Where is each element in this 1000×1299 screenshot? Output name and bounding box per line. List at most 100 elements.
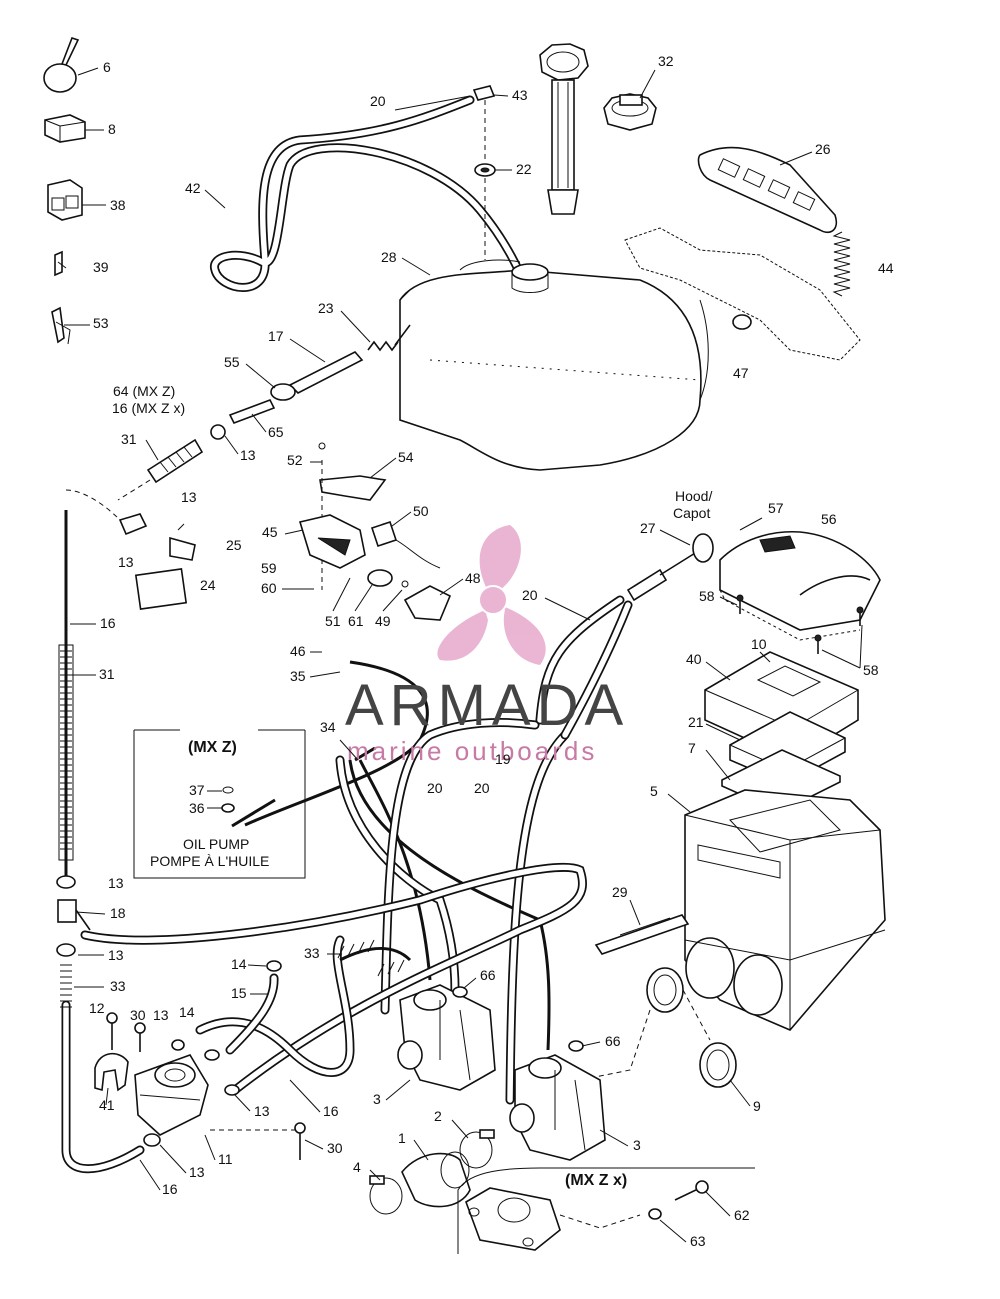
callout: 3 — [373, 1091, 381, 1107]
callout: 58 — [699, 588, 715, 604]
part-8-connector — [44, 114, 86, 143]
part-4-clamp — [369, 1175, 403, 1215]
callout: 5 — [650, 783, 658, 799]
callout: 47 — [733, 365, 749, 381]
callout: 34 — [320, 719, 336, 735]
part-16-31-cable — [58, 510, 74, 880]
part-fuel-pump — [134, 1054, 209, 1136]
part-17-tube — [288, 351, 364, 394]
part-56-hood — [719, 530, 881, 641]
callout: 25 — [226, 537, 242, 553]
callout: 19 — [495, 751, 511, 767]
part-44-spring — [832, 231, 851, 297]
part-38-connector-housing — [47, 179, 83, 221]
filter-stack — [704, 651, 859, 813]
callout: 38 — [110, 197, 126, 213]
callout: 44 — [878, 260, 894, 276]
part-24-label — [134, 568, 188, 610]
mxzx-inset — [457, 1167, 755, 1254]
part-13-clamps-left — [118, 513, 196, 561]
callout: 15 — [231, 985, 247, 1001]
callout: 16 — [162, 1181, 178, 1197]
callout: 33 — [304, 945, 320, 961]
part-39-terminal — [54, 250, 67, 277]
part-33-springs — [60, 939, 405, 1008]
callout: 30 — [130, 1007, 146, 1023]
part-53-terminal — [51, 306, 71, 345]
callout: 54 — [398, 449, 414, 465]
callout: 35 — [290, 668, 306, 684]
callout: 12 — [89, 1000, 105, 1016]
part-2-clamp — [459, 1129, 495, 1169]
callout: 1 — [398, 1130, 406, 1146]
mxz-inset-box — [133, 729, 306, 879]
part-3-carburetor-left — [397, 984, 496, 1091]
callout: 2 — [434, 1108, 442, 1124]
callout: 50 — [413, 503, 429, 519]
callout: 59 — [261, 560, 277, 576]
callout: 62 — [734, 1207, 750, 1223]
part-23-spring — [367, 324, 411, 352]
callout: 58 — [863, 662, 879, 678]
callout: 7 — [688, 740, 696, 756]
callout: 13 — [153, 1007, 169, 1023]
callout: 52 — [287, 452, 303, 468]
callout: 64 (MX Z) — [113, 383, 175, 399]
part-mount-plate — [624, 227, 861, 361]
part-26-bracket — [697, 146, 838, 234]
part-29-strap — [594, 914, 690, 955]
callout: 11 — [218, 1151, 233, 1167]
callout: 41 — [99, 1097, 115, 1113]
part-fuel-gauge-cap — [539, 43, 589, 215]
callout: 6 — [103, 59, 111, 75]
callout: 13 — [254, 1103, 270, 1119]
callout: 29 — [612, 884, 628, 900]
part-43-fitting — [472, 85, 496, 160]
callout: 30 — [327, 1140, 343, 1156]
callout: 61 — [348, 613, 364, 629]
callout: 63 — [690, 1233, 706, 1249]
callout: 66 — [480, 967, 496, 983]
callout: 17 — [268, 328, 284, 344]
callout: 10 — [751, 636, 767, 652]
callout: 42 — [185, 180, 201, 196]
part-31-cable-adjuster — [146, 438, 204, 484]
callout: 13 — [108, 875, 124, 891]
part-5-air-silencer — [684, 789, 886, 1031]
bolts-12-30 — [106, 1012, 306, 1160]
callout: 20 — [522, 587, 538, 603]
callout: 33 — [110, 978, 126, 994]
mxzx-title: (MX Z x) — [565, 1172, 627, 1189]
part-45-housing — [298, 514, 366, 569]
callout: 60 — [261, 580, 277, 596]
part-9-boots — [579, 967, 737, 1088]
callout: 40 — [686, 651, 702, 667]
callout: 24 — [200, 577, 216, 593]
callout: 66 — [605, 1033, 621, 1049]
callout: 28 — [381, 249, 397, 265]
hood-label-1: Hood/ — [675, 488, 712, 504]
callout: 36 — [189, 800, 205, 816]
callout: 13 — [181, 489, 197, 505]
callout: 49 — [375, 613, 391, 629]
callout: 26 — [815, 141, 831, 157]
watermark-tagline: marine outboards — [347, 736, 597, 766]
part-58-screws — [736, 594, 864, 654]
callout: 14 — [231, 956, 247, 972]
callout: 16 — [323, 1103, 339, 1119]
part-22-grommet — [474, 163, 496, 260]
part-18-tee — [57, 899, 91, 931]
callout: 56 — [821, 511, 837, 527]
callout: 22 — [516, 161, 532, 177]
part-27-primer — [626, 533, 714, 602]
callout: 27 — [640, 520, 656, 536]
callout: 20 — [474, 780, 490, 796]
part-65-fitting — [210, 398, 276, 440]
callout: 4 — [353, 1159, 361, 1175]
leader-lines — [64, 67, 863, 1243]
callout: 16 (MX Z x) — [112, 400, 185, 416]
callout: 55 — [224, 354, 240, 370]
part-1-rubber-flange — [401, 1151, 471, 1208]
callout: 53 — [93, 315, 109, 331]
